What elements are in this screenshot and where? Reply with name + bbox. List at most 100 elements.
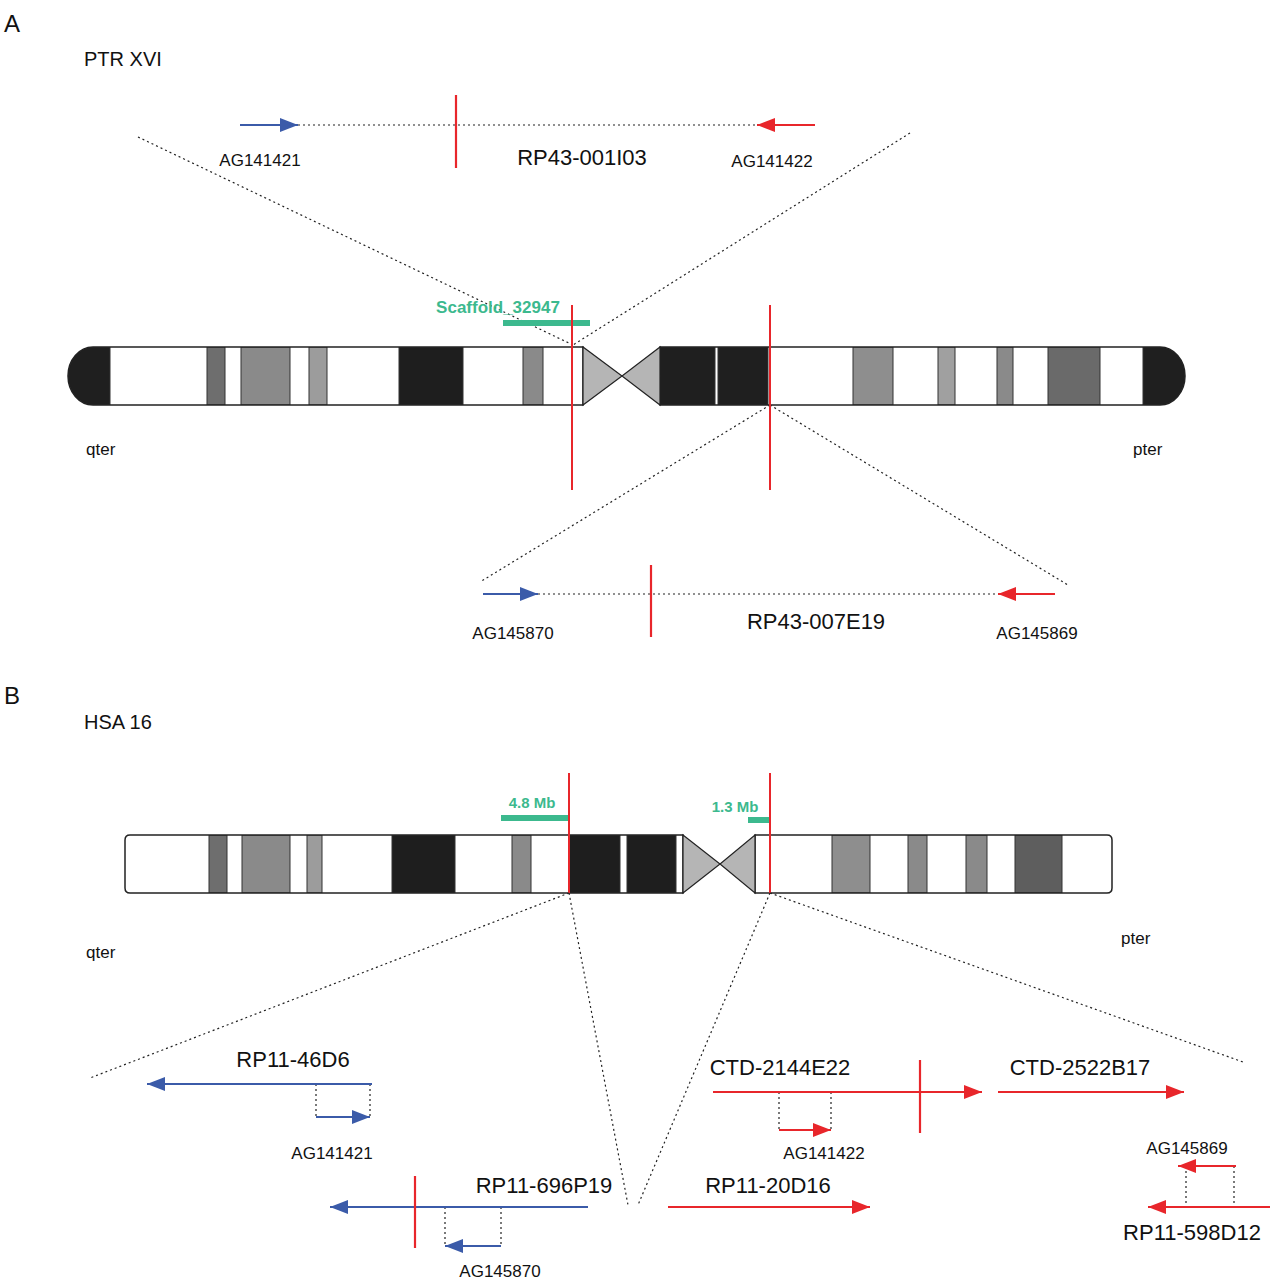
breakpoint-line bbox=[769, 305, 771, 490]
band bbox=[832, 835, 870, 893]
band bbox=[207, 347, 225, 405]
band bbox=[60, 347, 590, 405]
clone-label: CTD-2144E22 bbox=[710, 1057, 851, 1079]
primer-guide bbox=[500, 1207, 501, 1246]
clone-label: CTD-2522B17 bbox=[1010, 1057, 1151, 1079]
primer-label: AG141422 bbox=[731, 153, 812, 170]
band bbox=[997, 347, 1013, 405]
primer-guide bbox=[444, 1207, 445, 1246]
breakpoint-line bbox=[571, 305, 573, 490]
primer-arrow bbox=[1178, 1165, 1236, 1167]
primer-arrow bbox=[316, 1116, 370, 1118]
centromere bbox=[622, 347, 660, 405]
primer-guide bbox=[778, 1092, 779, 1130]
centromere bbox=[683, 835, 720, 893]
band bbox=[307, 835, 322, 893]
band bbox=[655, 347, 1195, 405]
p-arm bbox=[655, 347, 1195, 405]
primer-arrow bbox=[240, 124, 298, 126]
breakpoint-line bbox=[769, 773, 771, 893]
distance-bar bbox=[748, 817, 771, 823]
band bbox=[1015, 835, 1062, 893]
primer-label: AG145869 bbox=[996, 625, 1077, 642]
band bbox=[309, 347, 327, 405]
primer-guide bbox=[830, 1092, 831, 1130]
band bbox=[938, 347, 955, 405]
primer-arrow bbox=[445, 1245, 501, 1247]
distance-label: 1.3 Mb bbox=[712, 799, 759, 814]
band bbox=[853, 347, 893, 405]
clone-label: RP43-001I03 bbox=[517, 147, 647, 169]
band bbox=[392, 835, 455, 893]
arm-end-label: qter bbox=[86, 441, 115, 458]
clone-arrow bbox=[330, 1206, 588, 1208]
primer-label: AG141422 bbox=[783, 1145, 864, 1162]
chromosome-ptr bbox=[60, 305, 1195, 490]
band bbox=[627, 835, 676, 893]
arm-end-label: pter bbox=[1133, 441, 1162, 458]
p-arm bbox=[750, 835, 1120, 893]
band bbox=[512, 835, 531, 893]
arm-outline bbox=[660, 347, 1185, 405]
band bbox=[908, 835, 927, 893]
clone-span bbox=[538, 593, 998, 594]
arm-end-label: qter bbox=[86, 944, 115, 961]
scaffold-bar bbox=[503, 320, 590, 326]
zoom-line bbox=[569, 893, 628, 1205]
panel-b-dotted bbox=[90, 893, 1243, 1246]
breakpoint-line bbox=[919, 1060, 921, 1133]
distance-bar bbox=[501, 815, 568, 821]
zoom-line bbox=[90, 893, 569, 1078]
chromosome-hsa bbox=[120, 773, 1120, 893]
clone-arrow bbox=[147, 1083, 372, 1085]
band bbox=[569, 835, 620, 893]
clone-label: RP11-696P19 bbox=[476, 1175, 613, 1197]
primer-arrow bbox=[757, 124, 815, 126]
primer-guide bbox=[369, 1084, 370, 1117]
centromere bbox=[720, 835, 755, 893]
clone-label: RP11-46D6 bbox=[236, 1049, 349, 1071]
band bbox=[655, 347, 715, 405]
arm-outline bbox=[68, 347, 583, 405]
distance-label: 4.8 Mb bbox=[509, 795, 556, 810]
panel-letter: A bbox=[4, 12, 20, 36]
zoom-line bbox=[638, 893, 770, 1205]
band bbox=[523, 347, 543, 405]
band bbox=[718, 347, 768, 405]
clone-label: RP11-598D12 bbox=[1123, 1222, 1261, 1244]
primer-label: AG141421 bbox=[291, 1145, 372, 1162]
primer-arrow bbox=[483, 593, 538, 595]
band bbox=[966, 835, 987, 893]
zoom-line bbox=[480, 405, 770, 582]
clone-span bbox=[298, 124, 757, 125]
breakpoint-line bbox=[455, 95, 457, 168]
primer-label: AG141421 bbox=[219, 152, 300, 169]
primer-label: AG145869 bbox=[1146, 1140, 1227, 1157]
clone-arrow bbox=[668, 1206, 870, 1208]
breakpoint-line bbox=[568, 773, 570, 893]
chromosome-title: PTR XVI bbox=[84, 49, 162, 69]
band bbox=[241, 347, 290, 405]
primer-guide bbox=[1233, 1166, 1234, 1207]
primer-arrow bbox=[998, 593, 1055, 595]
band bbox=[399, 347, 463, 405]
primer-label: AG145870 bbox=[459, 1263, 540, 1280]
arm-outline bbox=[125, 835, 683, 893]
clone-arrow bbox=[713, 1091, 982, 1093]
panel-letter: B bbox=[4, 684, 20, 708]
scaffold-label: Scaffold_32947 bbox=[436, 299, 560, 316]
breakpoint-line bbox=[414, 1176, 416, 1248]
band bbox=[1048, 347, 1100, 405]
primer-arrow bbox=[779, 1129, 831, 1131]
band bbox=[242, 835, 290, 893]
primer-guide bbox=[315, 1084, 316, 1117]
arm-outline bbox=[755, 835, 1112, 893]
arm-end-label: pter bbox=[1121, 930, 1150, 947]
centromere bbox=[583, 347, 622, 405]
clone-label: RP11-20D16 bbox=[705, 1175, 831, 1197]
clone-arrow bbox=[1148, 1206, 1270, 1208]
breakpoint-line bbox=[650, 565, 652, 637]
clone-arrows-b bbox=[147, 1060, 1270, 1248]
